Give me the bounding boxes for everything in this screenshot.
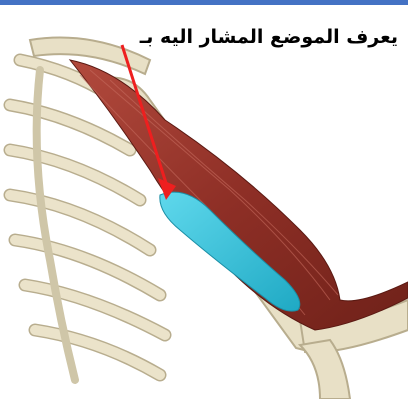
question-text: يعرف الموضع المشار اليه بـ	[140, 26, 398, 49]
